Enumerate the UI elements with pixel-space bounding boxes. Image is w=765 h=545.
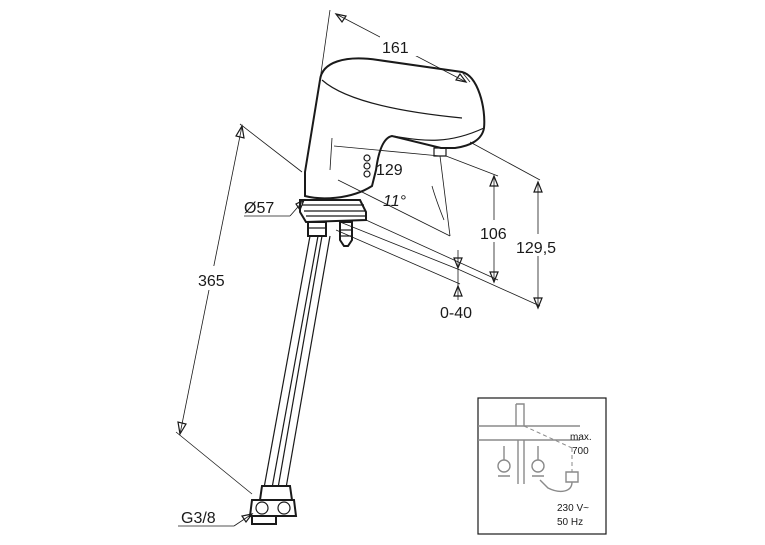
inset-max-label: max. bbox=[570, 432, 592, 443]
dimension-diameter: Ø57 bbox=[244, 198, 306, 217]
inset-frequency: 50 Hz bbox=[557, 517, 583, 528]
faucet-base bbox=[299, 199, 367, 247]
dimension-angle: 11° bbox=[337, 155, 451, 237]
dimension-129: 129 bbox=[329, 137, 441, 179]
dimension-label-thread: G3/8 bbox=[181, 510, 216, 527]
dimension-thread: G3/8 bbox=[178, 510, 254, 527]
inset-max-value: 700 bbox=[572, 446, 589, 457]
dimension-label-129: 129 bbox=[376, 162, 403, 179]
dimension-106: 106 bbox=[365, 155, 512, 284]
dimension-0-40: 0-40 bbox=[335, 221, 472, 322]
dimension-161: 161 bbox=[319, 9, 471, 83]
dimension-365: 365 bbox=[175, 123, 303, 495]
dimension-label-0-40: 0-40 bbox=[440, 305, 472, 322]
inset-voltage: 230 V~ bbox=[557, 503, 589, 514]
dimension-label-365: 365 bbox=[198, 273, 225, 290]
inset-installation-detail: max. 700 230 V~ 50 Hz bbox=[477, 397, 607, 535]
dimension-label-106: 106 bbox=[480, 226, 507, 243]
dimension-label-129-5: 129,5 bbox=[516, 240, 556, 257]
dimension-label-angle: 11° bbox=[383, 193, 407, 210]
dimension-label-161: 161 bbox=[382, 40, 409, 57]
dimension-129-5: 129,5 bbox=[459, 141, 566, 310]
dimension-label-diameter: Ø57 bbox=[244, 200, 274, 217]
supply-hoses bbox=[248, 235, 331, 525]
